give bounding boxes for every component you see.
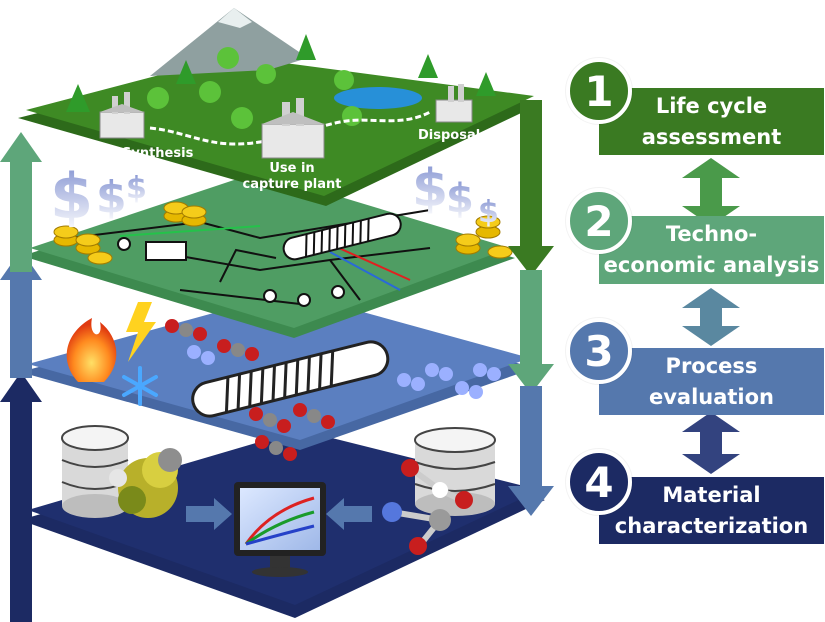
dollar-sign: $ [412, 159, 448, 219]
stage-label-disposal: Disposal [418, 128, 480, 143]
coin-stack-left [53, 225, 113, 265]
flame-icon [66, 318, 117, 382]
dollar-sign: $ [446, 176, 474, 222]
gas-molecules-left [165, 319, 259, 365]
database-icon-right [414, 427, 496, 516]
step-label: Material characterization [614, 482, 809, 538]
step-number: 2 [584, 196, 614, 246]
porous-material-icon [109, 448, 182, 518]
step-number: 4 [584, 457, 614, 507]
dollar-signs-right: $ $ $ [412, 159, 499, 230]
snowflake-icon [122, 366, 158, 406]
step-label: Process evaluation [648, 353, 775, 409]
capture-plant-factory-icon [261, 98, 325, 159]
gas-molecules-right [397, 363, 501, 399]
tea-layer: $ $ $ $ $ $ [22, 159, 515, 338]
step-number: 3 [584, 326, 614, 376]
step-box-life-cycle-assessment: Life cycle assessment [599, 88, 824, 155]
pump-icons [117, 237, 345, 307]
dollar-signs-left: $ $ $ [50, 160, 147, 233]
monitor-chart-icon [234, 482, 326, 577]
material-layer [20, 425, 545, 618]
lightning-icon [126, 302, 156, 362]
step-label: Life cycle assessment [641, 93, 782, 149]
molecule-icon [382, 459, 473, 555]
mountain-icon [150, 8, 308, 76]
stage-label-use-line2: capture plant [242, 177, 341, 192]
lca-layer: Synthesis Use in capture plant Disposal [18, 8, 540, 206]
step-box-techno-economic-analysis: Techno- economic analysis [599, 216, 824, 284]
stage-label-use-line1: Use in [269, 161, 314, 176]
coin-stack-top [163, 201, 207, 227]
step-box-process-evaluation: Process evaluation [599, 348, 824, 415]
input-arrow-left [186, 498, 232, 530]
layer-transition-arrows [0, 100, 554, 622]
heat-exchanger-icon [145, 241, 187, 261]
synthesis-factory-icon [99, 92, 145, 139]
disposal-factory-icon [435, 84, 473, 123]
dollar-sign: $ [96, 172, 127, 223]
step-connector-arrows [682, 158, 740, 474]
tea-layer-surface [30, 172, 510, 328]
process-layer [20, 292, 535, 461]
absorber-column-icon [282, 212, 402, 261]
step-number: 1 [584, 66, 614, 116]
step-box-material-characterization: Material characterization [599, 477, 824, 544]
dollar-sign: $ [126, 171, 147, 206]
step-number-badge: 3 [566, 318, 632, 384]
step-number-badge: 1 [566, 58, 632, 124]
lake-icon [334, 87, 422, 109]
coin-stack-right [455, 215, 513, 259]
step-number-badge: 4 [566, 449, 632, 515]
co2-molecules-bottom [249, 403, 335, 461]
step-label: Techno- economic analysis [603, 222, 820, 277]
separation-column-icon [191, 340, 390, 418]
stage-label-synthesis: Synthesis [122, 146, 194, 161]
input-arrow-right [326, 498, 372, 530]
dollar-sign: $ [50, 160, 93, 233]
step-number-badge: 2 [566, 188, 632, 254]
dollar-sign: $ [478, 195, 499, 230]
